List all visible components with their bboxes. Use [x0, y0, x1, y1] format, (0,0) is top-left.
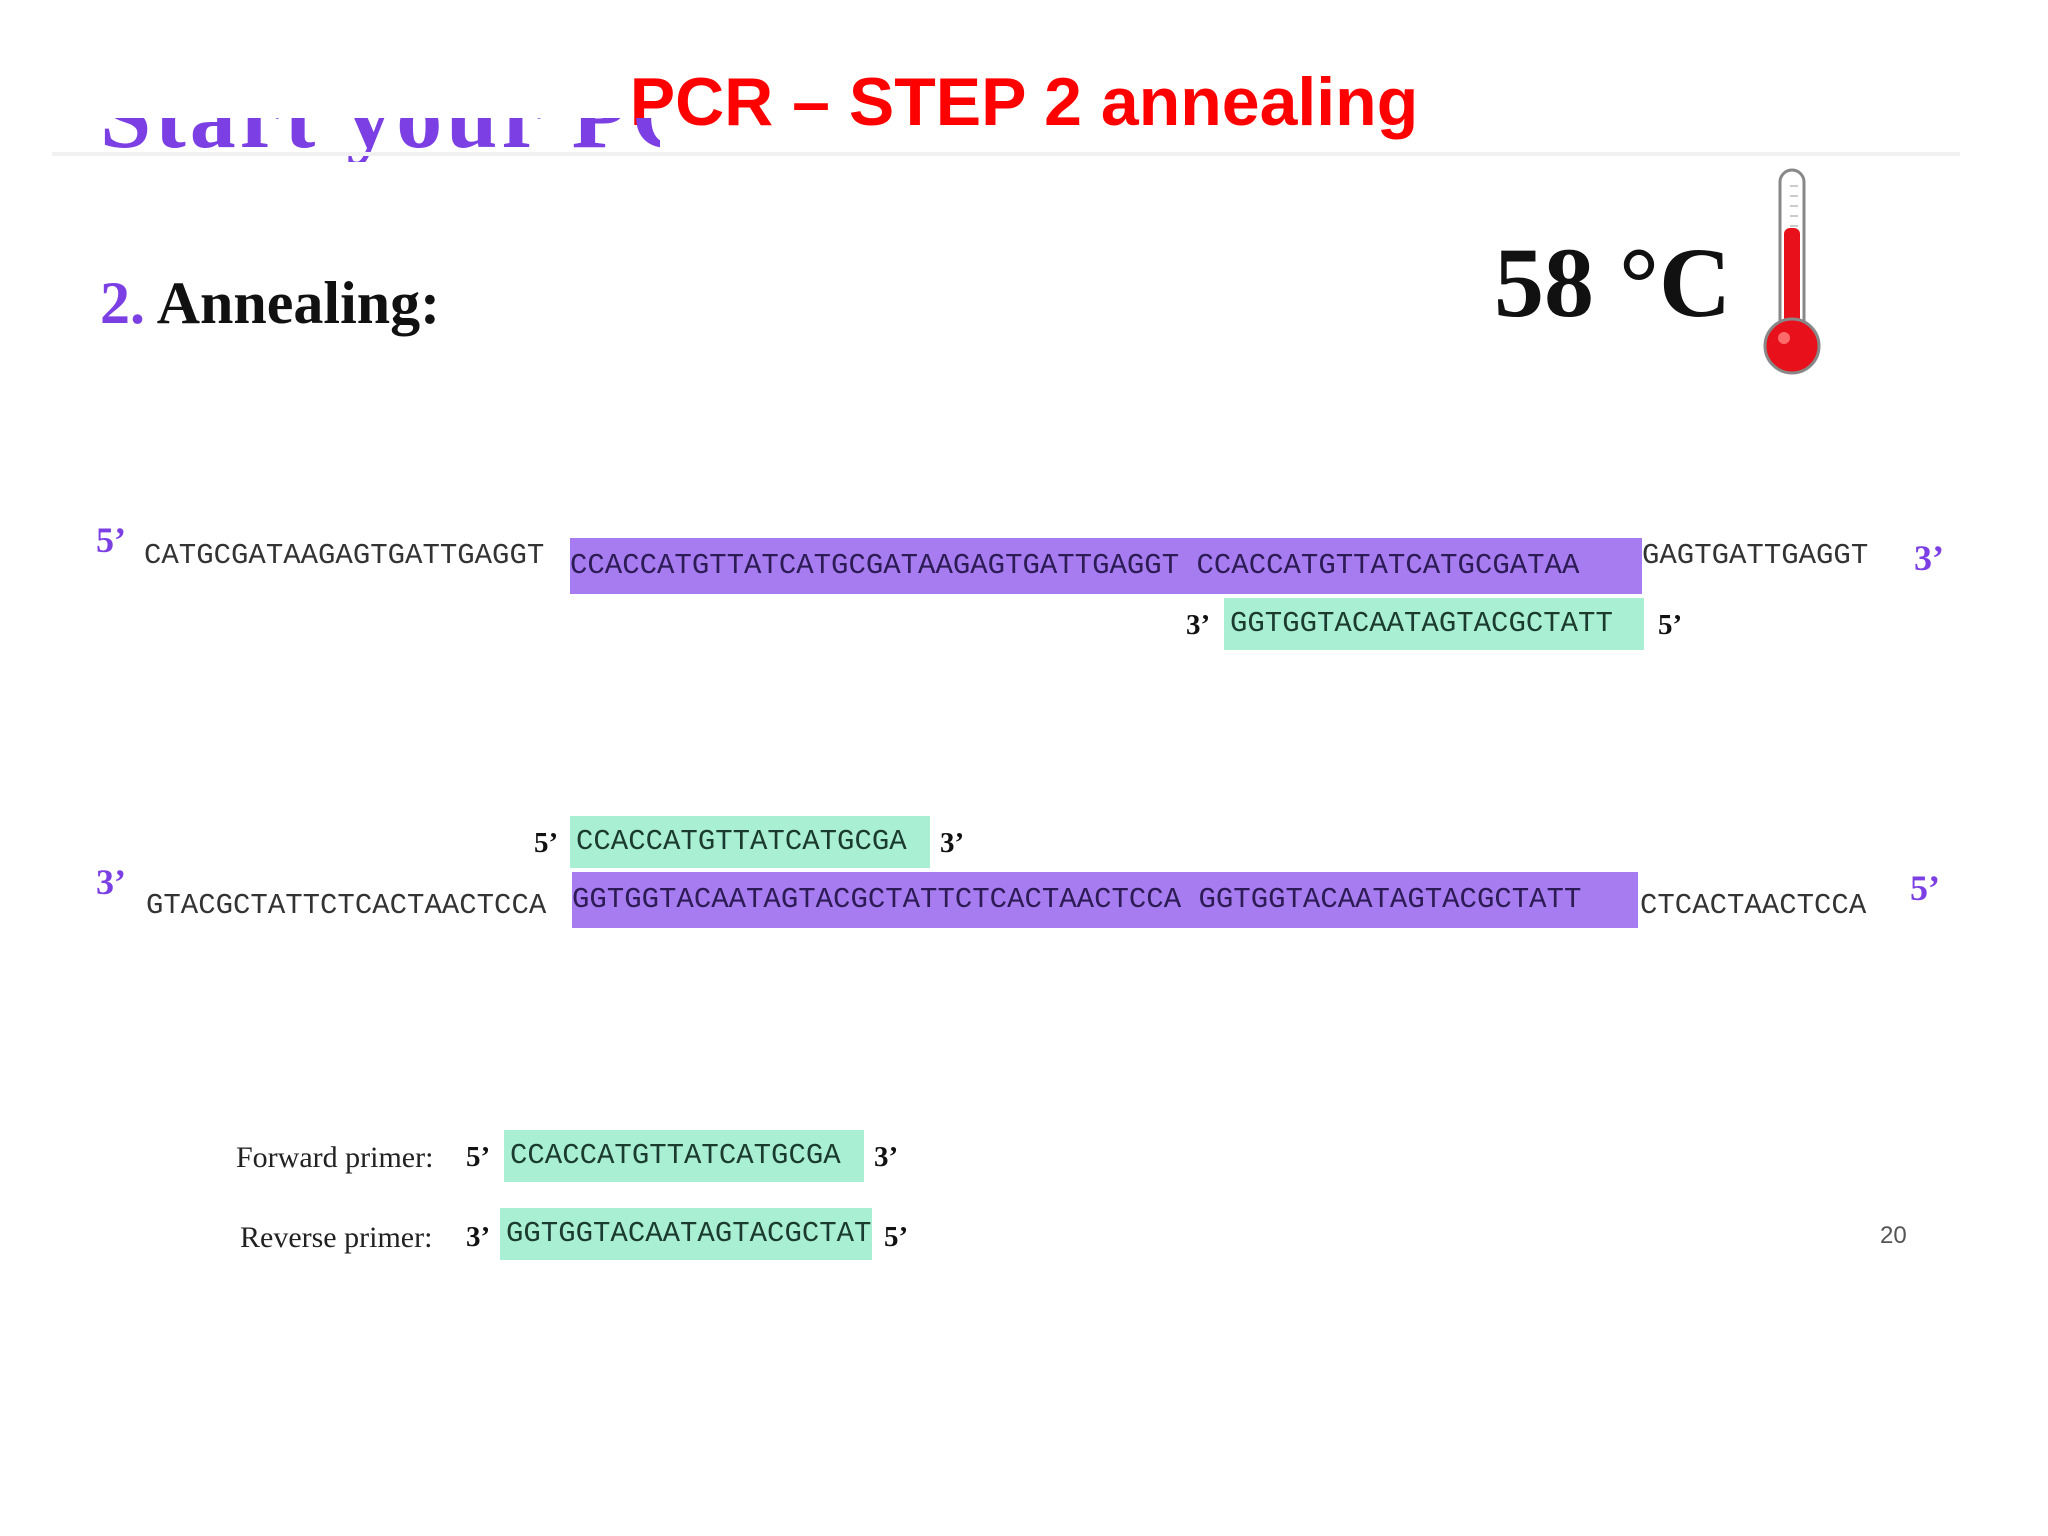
forward-primer-3prime: 3’	[874, 1141, 899, 1173]
forward-primer-bound: CCACCATGTTATCATGCGA	[570, 816, 930, 868]
reverse-primer-legend-seq: GGTGGTACAATAGTACGCTATT	[506, 1217, 872, 1250]
step-number: 2.	[100, 270, 145, 336]
top-strand-5prime: 5’	[96, 520, 126, 560]
reverse-primer-bound-seq: GGTGGTACAATAGTACGCTATT	[1230, 607, 1613, 640]
bottom-strand-3prime: 3’	[96, 862, 126, 902]
top-strand-seq-right: GAGTGATTGAGGT	[1642, 539, 1869, 572]
bottom-strand-5prime: 5’	[1910, 868, 1940, 908]
forward-primer-5prime: 5’	[466, 1141, 491, 1173]
title-divider	[52, 152, 1960, 156]
forward-primer-legend-seq: CCACCATGTTATCATGCGA	[510, 1139, 841, 1172]
page-number: 20	[1880, 1222, 1907, 1249]
top-strand-highlight: CCACCATGTTATCATGCGATAAGAGTGATTGAGGT CCAC…	[570, 538, 1642, 594]
reverse-bound-5prime: 5’	[1658, 609, 1683, 641]
top-strand-seq-highlight: CCACCATGTTATCATGCGATAAGAGTGATTGAGGT CCAC…	[570, 549, 1580, 582]
bottom-strand-seq-highlight: GGTGGTACAATAGTACGCTATTCTCACTAACTCCA GGTG…	[572, 883, 1582, 916]
step-heading: 2. Annealing:	[100, 268, 440, 338]
bottom-strand-highlight: GGTGGTACAATAGTACGCTATTCTCACTAACTCCA GGTG…	[572, 872, 1638, 928]
reverse-primer-3prime: 3’	[466, 1221, 491, 1253]
reverse-bound-3prime: 3’	[1186, 609, 1211, 641]
forward-primer-label: Forward primer:	[236, 1141, 434, 1174]
top-strand-3prime: 3’	[1914, 538, 1944, 578]
thermometer-icon	[1760, 166, 1824, 378]
reverse-primer-5prime: 5’	[884, 1221, 909, 1253]
reverse-primer-bound: GGTGGTACAATAGTACGCTATT	[1224, 598, 1644, 650]
forward-primer-bound-seq: CCACCATGTTATCATGCGA	[576, 825, 907, 858]
reverse-primer-legend: GGTGGTACAATAGTACGCTATT	[500, 1208, 872, 1260]
reverse-primer-label: Reverse primer:	[240, 1221, 433, 1254]
step-label: Annealing:	[156, 270, 441, 336]
top-strand-seq-left: CATGCGATAAGAGTGATTGAGGT	[144, 539, 545, 572]
forward-primer-legend: CCACCATGTTATCATGCGA	[504, 1130, 864, 1182]
forward-bound-3prime: 3’	[940, 827, 965, 859]
forward-bound-5prime: 5’	[534, 827, 559, 859]
bottom-strand-seq-right: CTCACTAACTCCA	[1640, 889, 1867, 922]
slide-title: PCR – STEP 2 annealing	[629, 64, 1419, 140]
bottom-strand-seq-left: GTACGCTATTCTCACTAACTCCA	[146, 889, 547, 922]
temperature-value: 58 °C	[1494, 227, 1732, 338]
